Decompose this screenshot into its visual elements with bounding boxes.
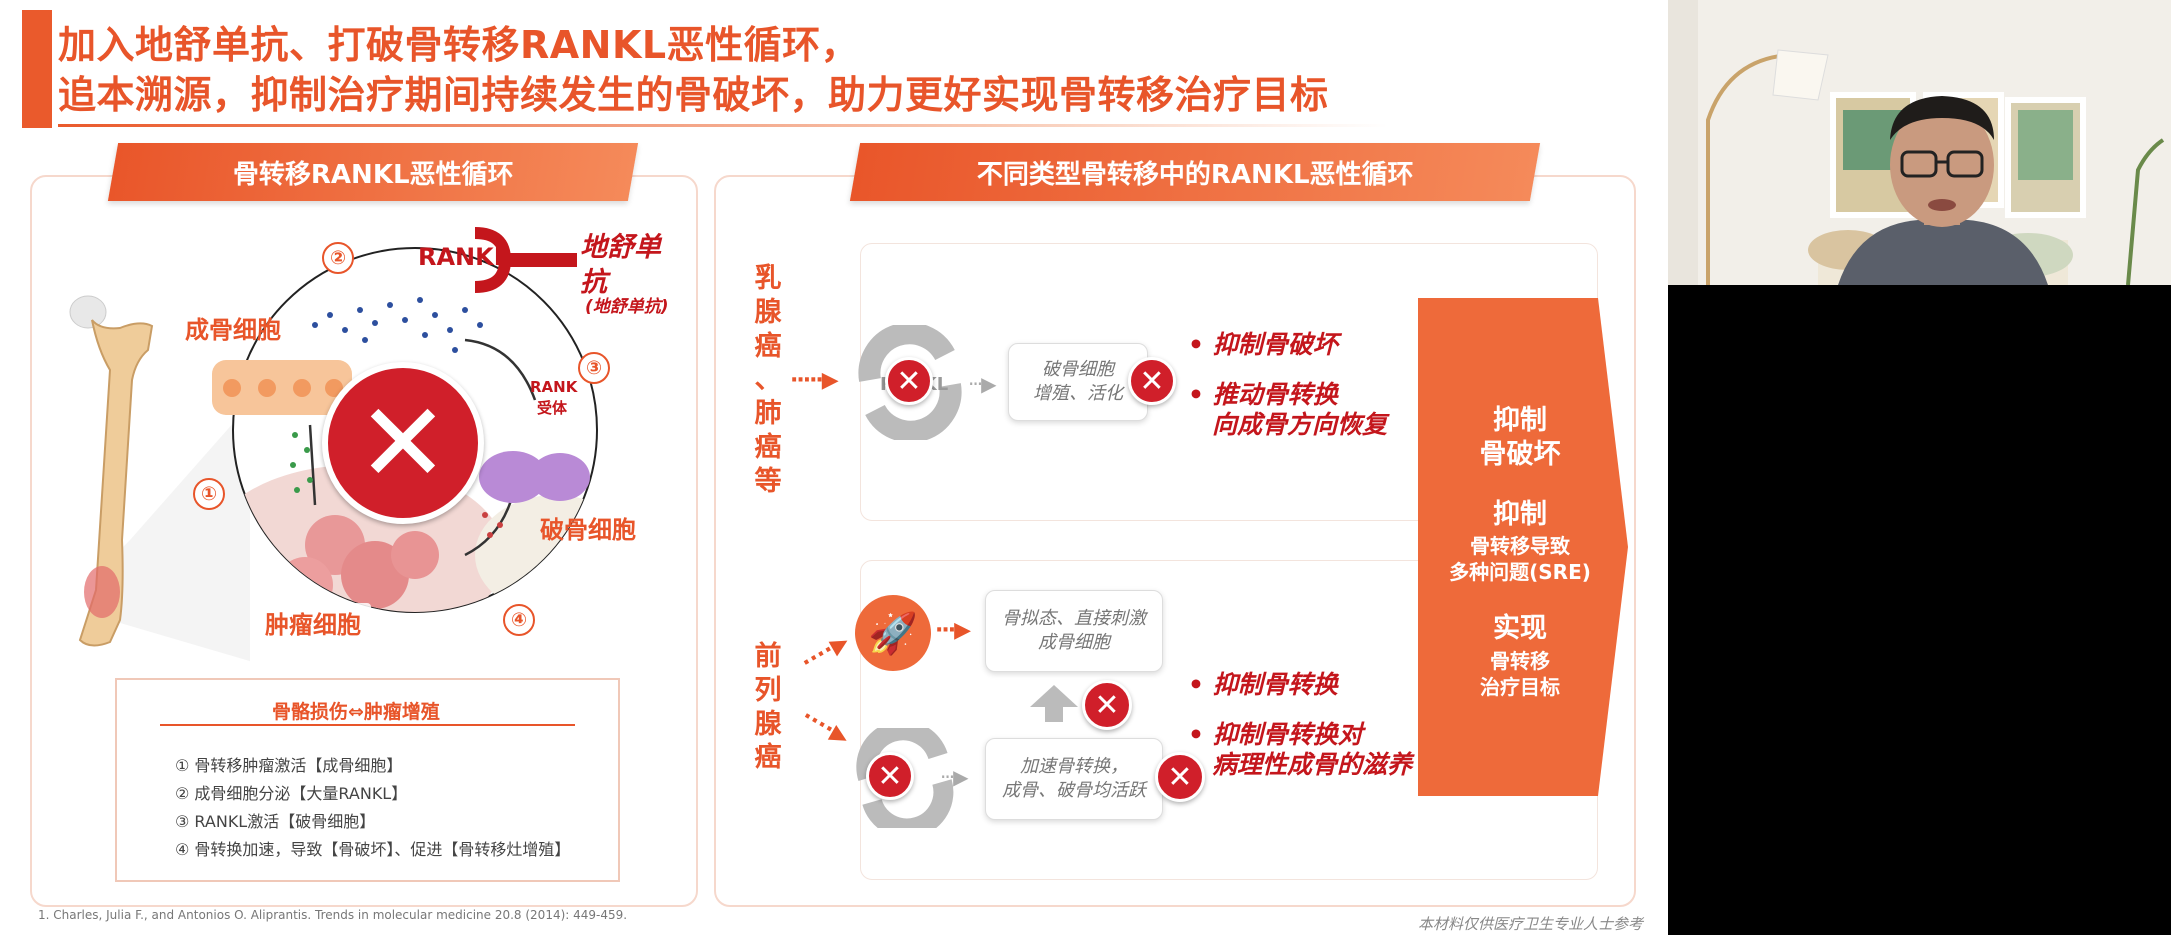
summary-c1: 实现 (1493, 613, 1547, 644)
summary-arrow (1418, 298, 1628, 796)
close-icon-1: ✕ (885, 357, 933, 405)
box-accelerated-turnover: 加速骨转换， 成骨、破骨均活跃 (985, 738, 1163, 820)
box-accel-line2: 成骨、破骨均活跃 (1002, 780, 1146, 801)
cycle-icon-bottom (856, 728, 954, 828)
summary-b3: 多种问题(SRE) (1449, 560, 1591, 584)
up-arrow-gray (1030, 685, 1078, 707)
prostate-label: 前列腺癌 (754, 641, 782, 774)
step-item-1: ① 骨转移肿瘤激活【成骨细胞】 (175, 756, 403, 775)
close-icon-3: ✕ (1082, 680, 1132, 730)
bullet-inhibit-turnover-on: • 抑制骨转换对 (1188, 720, 1363, 749)
rocket-icon: 🚀 (855, 595, 931, 671)
title-underline (58, 124, 1388, 127)
drug-label-paren: (地舒单抗) (585, 297, 669, 317)
bullet-inhibit-destruction: • 抑制骨破坏 (1188, 330, 1338, 359)
box-osteoclast-line2: 增殖、活化 (1033, 383, 1123, 404)
dots-arrow-rocket: ···▶ (935, 618, 971, 643)
slide: 加入地舒单抗、打破骨转移RANKL恶性循环， 追本溯源，抑制治疗期间持续发生的骨… (0, 0, 1668, 935)
right-panel-tab-label: 不同类型骨转移中的RANKL恶性循环 (976, 159, 1414, 190)
drug-label-line1: 地舒单 (580, 232, 661, 263)
summary-b2: 骨转移导致 (1470, 534, 1570, 558)
rankl-label: RANKL (418, 243, 510, 271)
summary-a1: 抑制 (1493, 405, 1547, 436)
footnote: 1. Charles, Julia F., and Antonios O. Al… (38, 908, 628, 922)
step-item-3: ③ RANKL激活【破骨细胞】 (175, 812, 376, 831)
osteoclast-label: 破骨细胞 (540, 516, 636, 544)
title-accent-bar (22, 10, 52, 128)
step-number-1: ① (193, 478, 225, 510)
summary-c3: 治疗目标 (1480, 675, 1560, 699)
tumor-cell-label: 肿瘤细胞 (255, 603, 371, 642)
right-panel-tab: 不同类型骨转移中的RANKL恶性循环 (849, 143, 1541, 201)
box-bone-mimicry: 骨拟态、直接刺激成骨细胞 (985, 590, 1163, 672)
bullet-inhibit-turnover: • 抑制骨转换 (1188, 670, 1338, 699)
osteoblast-label: 成骨细胞 (185, 316, 281, 344)
breast-lung-label: 乳腺癌、肺癌等 (754, 263, 782, 497)
left-panel-tab: 骨转移RANKL恶性循环 (107, 143, 639, 201)
empty-video-area (1668, 285, 2171, 935)
antibody-icon (474, 227, 577, 293)
osteoblast-cells (212, 360, 352, 415)
bullet-pathological-bone: 病理性成骨的滋养 (1212, 750, 1413, 779)
box-accel-line1: 加速骨转换， (1020, 755, 1128, 777)
summary-a2: 骨破坏 (1479, 439, 1561, 470)
dots-arrow-1: ···▶ (968, 372, 996, 396)
rank-receptor-label-1: RANK (530, 378, 578, 396)
bullet-inhibit-turnover-on-text: 抑制骨转换对 (1212, 720, 1363, 749)
title-line-2: 追本溯源，抑制治疗期间持续发生的骨破坏，助力更好实现骨转移治疗目标 (58, 73, 1329, 117)
box-osteoclast-proliferation: 破骨细胞增殖、活化 (1008, 343, 1148, 421)
summary-b1: 抑制 (1493, 499, 1547, 530)
step-number-4: ④ (503, 604, 535, 636)
drug-label-line2: 抗 (580, 267, 607, 298)
up-arrow-stem (1045, 706, 1063, 722)
steps-title: 骨骼损伤⇔肿瘤增殖 (272, 701, 440, 723)
close-icon-2: ✕ (1128, 357, 1176, 405)
bullet-inhibit-destruction-text: 抑制骨破坏 (1212, 330, 1338, 359)
bullet-inhibit-turnover-text: 抑制骨转换 (1212, 670, 1338, 699)
block-close-icon: ✕ (322, 362, 484, 524)
bullet-promote-turnover-text: 推动骨转换 (1212, 380, 1338, 409)
femur-icon (69, 295, 250, 662)
box-mimic-line1: 骨拟态、直接刺激 (1002, 607, 1146, 629)
summary-c2: 骨转移 (1490, 649, 1550, 673)
left-panel-tab-label: 骨转移RANKL恶性循环 (232, 159, 514, 190)
close-icon-4: ✕ (866, 752, 914, 800)
arrow-to-cycle-top: ·····▶ (790, 368, 839, 393)
title-line-1: 加入地舒单抗、打破骨转移RANKL恶性循环， (58, 23, 860, 67)
webcam-feed (1668, 0, 2171, 285)
step-item-2: ② 成骨细胞分泌【大量RANKL】 (175, 784, 408, 803)
step-item-4: ④ 骨转换加速，导致【骨破坏】、促进【骨转移灶增殖】 (175, 840, 571, 859)
webcam-image (1668, 0, 2171, 285)
steps-divider (160, 724, 575, 726)
dots-arrow-2: ···▶ (940, 765, 968, 789)
step-number-3: ③ (578, 352, 610, 384)
rank-receptor-label-2: 受体 (537, 399, 568, 417)
box-osteoclast-line1: 破骨细胞 (1042, 358, 1114, 380)
steps-box (115, 678, 620, 882)
close-icon-5: ✕ (1155, 752, 1205, 802)
step-number-2: ② (322, 242, 354, 274)
footer-note: 本材料仅供医疗卫生专业人士参考 (1418, 915, 1644, 933)
bullet-promote-turnover: • 推动骨转换 (1188, 380, 1338, 409)
box-mimic-line2: 成骨细胞 (1038, 632, 1110, 653)
bullet-restore-osteoblast: 向成骨方向恢复 (1212, 410, 1388, 439)
